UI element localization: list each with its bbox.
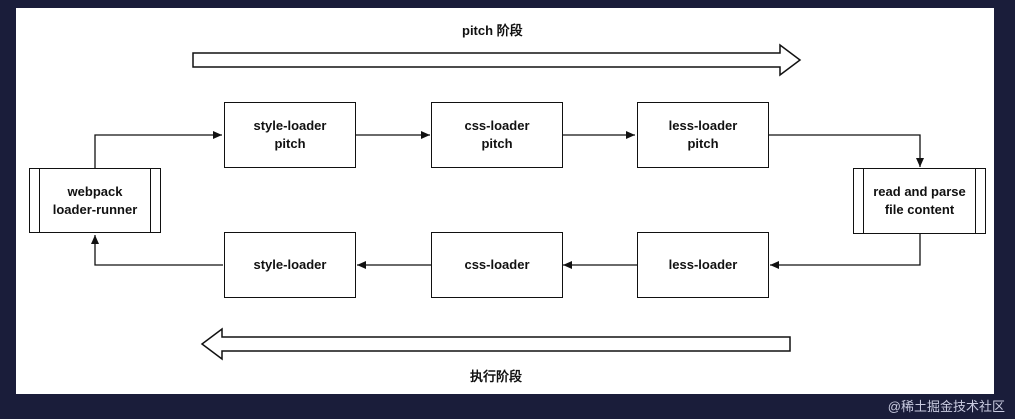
arrow-style-to-runner [91, 235, 223, 266]
execution-phase-label: 执行阶段 [470, 369, 523, 384]
css-loader-pitch-node: css-loader pitch [431, 102, 563, 168]
arrow-read-to-less [770, 234, 921, 269]
footer-watermark: @稀土掘金技术社区 [887, 399, 1005, 414]
pitch-phase-label: pitch 阶段 [462, 23, 523, 38]
style-loader-label: style-loader [253, 257, 327, 273]
webpack-loader-runner-label: webpack loader-runner [52, 183, 138, 217]
pitch-phase-arrow [192, 43, 802, 77]
less-loader-node: less-loader [637, 232, 769, 298]
less-loader-pitch-node: less-loader pitch [637, 102, 769, 168]
execution-phase-arrow [200, 327, 791, 361]
read-and-parse-label: read and parse file content [873, 184, 966, 217]
arrow-runner-to-style-pitch [94, 131, 222, 168]
css-loader-pitch-label: css-loader pitch [464, 118, 530, 151]
arrow-less-pitch-to-read [768, 134, 924, 167]
webpack-loader-runner-node: webpack loader-runner [29, 168, 161, 233]
style-loader-pitch-node: style-loader pitch [224, 102, 356, 168]
diagram-canvas [16, 8, 994, 394]
style-loader-pitch-label: style-loader pitch [253, 118, 327, 151]
less-loader-label: less-loader [668, 257, 738, 273]
style-loader-node: style-loader [224, 232, 356, 298]
less-loader-pitch-label: less-loader pitch [668, 118, 738, 151]
css-loader-label: css-loader [464, 257, 530, 273]
read-and-parse-node: read and parse file content [853, 168, 986, 234]
css-loader-node: css-loader [431, 232, 563, 298]
